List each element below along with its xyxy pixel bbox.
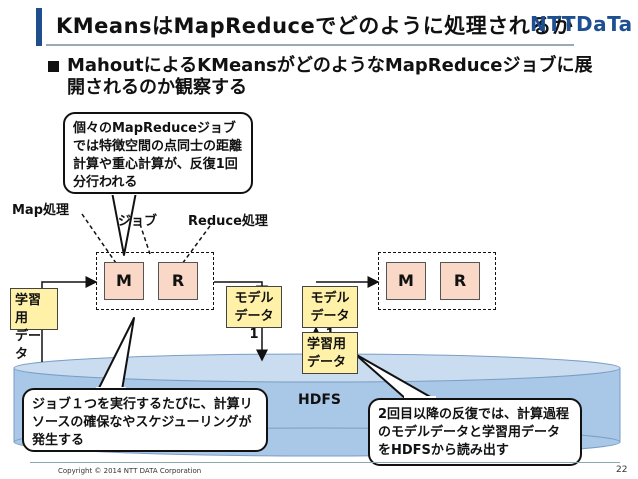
reduce-label: Reduce処理 (188, 214, 268, 229)
bullet-text: MahoutによるKMeansがどのようなMapReduceジョブに展開されるの… (67, 55, 593, 98)
job-1-reduce-cell: R (158, 262, 198, 300)
copyright-text: Copyright © 2014 NTT DATA Corporation (58, 467, 202, 475)
footer-divider (30, 462, 620, 463)
job-label: ジョブ (118, 214, 158, 229)
job-2-map-cell: M (386, 262, 426, 300)
arrow-train-to-job1 (41, 276, 98, 362)
title-divider (46, 44, 574, 46)
ntt-data-logo: NTTDaTa (530, 12, 633, 36)
job-label-leader (139, 223, 151, 255)
bullet-square-icon (48, 61, 59, 72)
slide-title: KMeansはMapReduceでどのように処理されるか (56, 14, 574, 38)
title-accent-bar (36, 8, 42, 46)
training-data-box: 学習用 データ (10, 288, 58, 362)
model-data-box-2: モデル データ1 (302, 286, 358, 342)
job-2-box (378, 252, 496, 310)
page-number: 22 (616, 465, 628, 475)
hdfs-label: HDFS (298, 392, 341, 408)
job-1-map-cell: M (104, 262, 144, 300)
map-label: Map処理 (12, 203, 70, 218)
callout-job-description: 個々のMapReduceジョブでは特徴空間の点同士の距離計算や重心計算が、反復1… (63, 112, 253, 194)
callout-scheduling-overhead: ジョブ１つを実行するたびに、計算リソースの確保なやスケジューリングが発生する (22, 388, 268, 452)
callout-hdfs-reread: 2回目以降の反復では、計算過程のモデルデータと学習用データをHDFSから読み出す (368, 398, 582, 466)
model-data-box-1: モデル データ1 (226, 286, 282, 342)
job-1-box (96, 252, 214, 310)
training-data-box-hdfs: 学習用 データ (302, 332, 358, 374)
job-2-reduce-cell: R (440, 262, 480, 300)
reduce-label-leader (181, 225, 211, 265)
map-label-leader (81, 213, 119, 267)
